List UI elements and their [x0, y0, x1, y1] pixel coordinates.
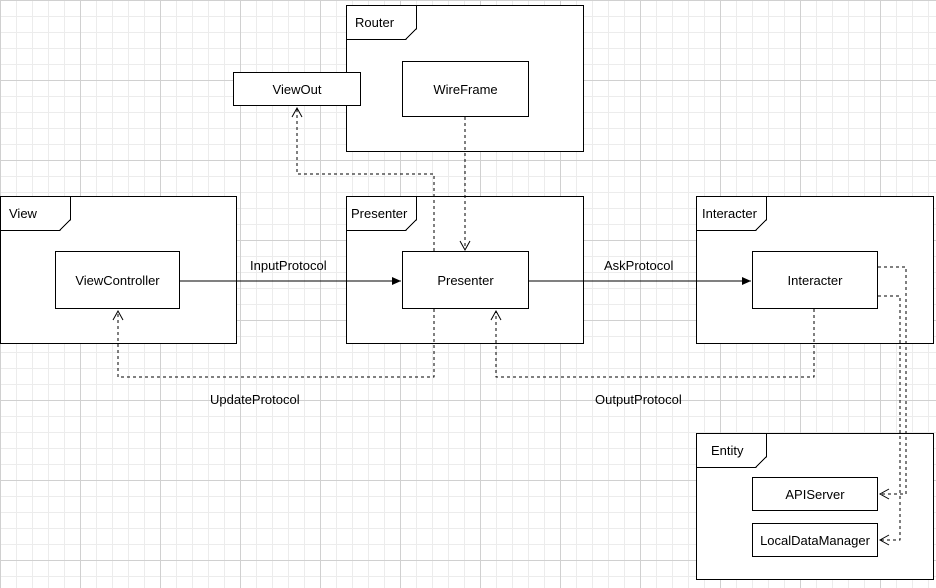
interacter-box[interactable]: Interacter	[752, 251, 878, 309]
frame-tab-corner	[755, 219, 767, 231]
local-data-manager-box[interactable]: LocalDataManager	[752, 523, 878, 557]
view-frame-title: View	[9, 206, 37, 221]
interacter-frame-title: Interacter	[702, 206, 757, 221]
frame-tab-corner	[755, 456, 767, 468]
output-protocol-label: OutputProtocol	[595, 392, 682, 407]
presenter-box[interactable]: Presenter	[402, 251, 529, 309]
ask-protocol-label: AskProtocol	[604, 258, 674, 273]
frame-tab-corner	[405, 28, 417, 40]
frame-tab-corner	[405, 219, 417, 231]
wireframe-box[interactable]: WireFrame	[402, 61, 529, 117]
interacter-frame-tab: Interacter	[697, 197, 767, 231]
frame-tab-corner	[59, 219, 71, 231]
view-frame-tab: View	[1, 197, 71, 231]
view-out-box[interactable]: ViewOut	[233, 72, 361, 106]
update-protocol-label: UpdateProtocol	[210, 392, 300, 407]
input-protocol-label: InputProtocol	[250, 258, 327, 273]
api-server-box[interactable]: APIServer	[752, 477, 878, 511]
view-controller-box[interactable]: ViewController	[55, 251, 180, 309]
entity-frame-tab: Entity	[697, 434, 767, 468]
presenter-frame-title: Presenter	[351, 206, 408, 221]
router-frame-title: Router	[355, 15, 395, 30]
presenter-frame-tab: Presenter	[347, 197, 417, 231]
router-frame-tab: Router	[347, 6, 417, 40]
entity-frame-title: Entity	[711, 443, 744, 458]
